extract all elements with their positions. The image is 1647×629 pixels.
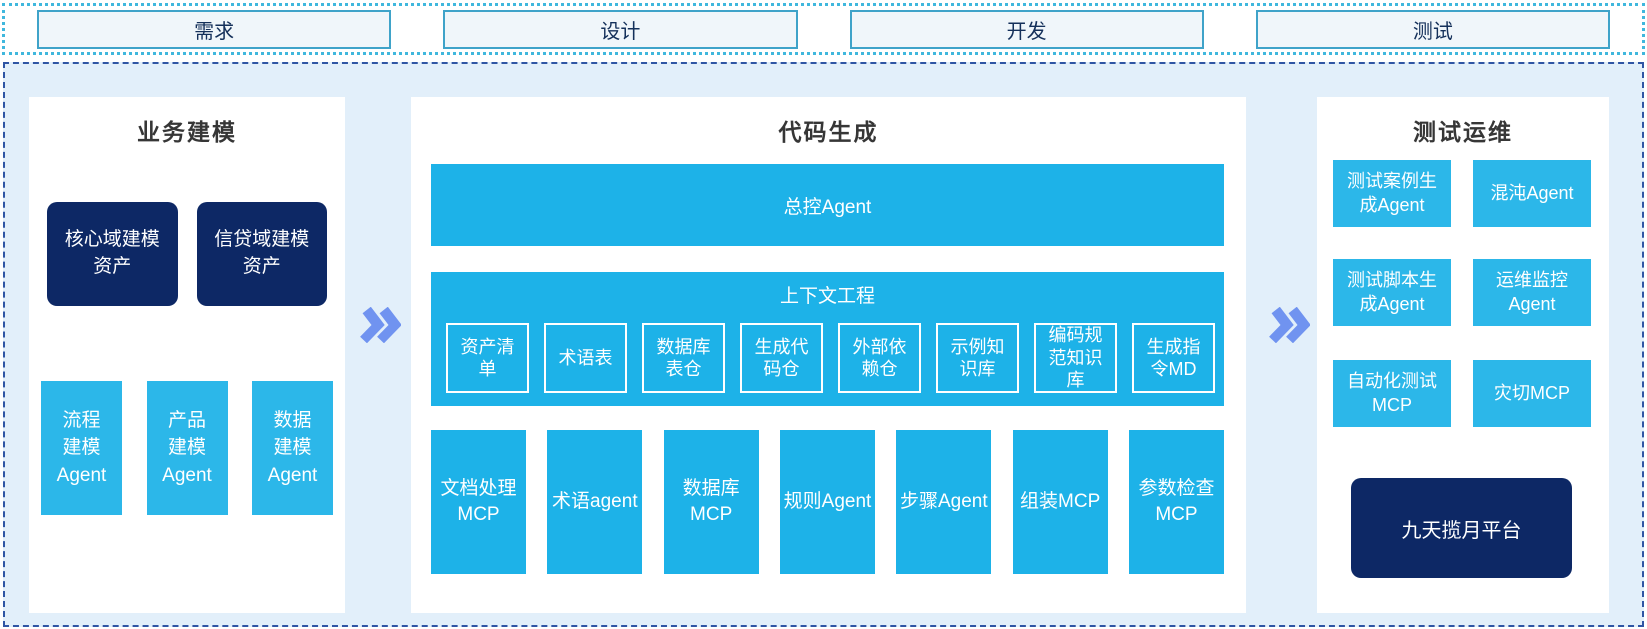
testops-row-1: 测试案例生 成Agent 混沌Agent [1333, 160, 1591, 227]
phase-box-design: 设计 [443, 9, 798, 49]
database-mcp-box: 数据库 MCP [663, 430, 759, 574]
phase-box-development: 开发 [849, 9, 1204, 49]
panel-title-test-operations: 测试运维 [1413, 119, 1513, 145]
panel-code-generation: 代码生成 总控Agent 上下文工程 资产清 单 术语表 数据库 表仓 生成代 … [411, 97, 1246, 613]
db-table-repo-box: 数据库 表仓 [642, 323, 725, 393]
master-control-agent-bar: 总控Agent [431, 164, 1224, 246]
generation-instruction-md-box: 生成指 令MD [1132, 323, 1215, 393]
testops-row-3: 自动化测试 MCP 灾切MCP [1333, 360, 1591, 427]
parameter-check-mcp-box: 参数检查 MCP [1128, 430, 1224, 574]
assembly-mcp-box: 组装MCP [1012, 430, 1108, 574]
panel-test-operations: 测试运维 测试案例生 成Agent 混沌Agent 测试脚本生 成Agent 运… [1317, 97, 1609, 613]
core-domain-asset-box: 核心域建模 资产 [47, 202, 178, 306]
external-dependency-repo-box: 外部依 赖仓 [838, 323, 921, 393]
test-script-generation-agent-box: 测试脚本生 成Agent [1333, 259, 1451, 326]
panel-title-code-generation: 代码生成 [778, 119, 879, 145]
phase-strip: 需求 设计 开发 测试 [2, 3, 1645, 55]
flow-arrow-icon [359, 306, 402, 344]
document-processing-mcp-box: 文档处理 MCP [431, 430, 526, 574]
rules-agent-box: 规则Agent [779, 430, 875, 574]
context-engineering-section: 上下文工程 资产清 单 术语表 数据库 表仓 生成代 码仓 外部依 赖仓 示例知… [431, 272, 1224, 406]
ops-monitoring-agent-box: 运维监控 Agent [1473, 259, 1591, 326]
automated-testing-mcp-box: 自动化测试 MCP [1333, 360, 1451, 427]
codegen-tool-row: 文档处理 MCP 术语agent 数据库 MCP 规则Agent 步骤Agent… [431, 430, 1224, 574]
terminology-agent-box: 术语agent [547, 430, 643, 574]
panel-title-business-modeling: 业务建模 [137, 119, 237, 145]
coding-standard-knowledge-base-box: 编码规 范知识 库 [1034, 323, 1117, 393]
context-items-row: 资产清 单 术语表 数据库 表仓 生成代 码仓 外部依 赖仓 示例知 识库 编码… [446, 323, 1215, 393]
modeling-agent-row: 流程 建模 Agent 产品 建模 Agent 数据 建模 Agent [41, 381, 333, 515]
main-canvas: 业务建模 核心域建模 资产 信贷域建模 资产 流程 建模 Agent 产品 建模… [3, 62, 1644, 627]
asset-list-box: 资产清 单 [446, 323, 529, 393]
disaster-switch-mcp-box: 灾切MCP [1473, 360, 1591, 427]
process-modeling-agent-box: 流程 建模 Agent [41, 381, 122, 515]
example-knowledge-base-box: 示例知 识库 [936, 323, 1019, 393]
phase-box-testing: 测试 [1255, 9, 1610, 49]
panel-business-modeling: 业务建模 核心域建模 资产 信贷域建模 资产 流程 建模 Agent 产品 建模… [29, 97, 345, 613]
context-engineering-title: 上下文工程 [779, 286, 875, 307]
flow-arrow-icon [1268, 306, 1311, 344]
data-modeling-agent-box: 数据 建模 Agent [252, 381, 333, 515]
testops-row-2: 测试脚本生 成Agent 运维监控 Agent [1333, 259, 1591, 326]
glossary-box: 术语表 [544, 323, 627, 393]
credit-domain-asset-box: 信贷域建模 资产 [196, 202, 327, 306]
phase-box-requirements: 需求 [37, 9, 392, 49]
modeling-asset-row: 核心域建模 资产 信贷域建模 资产 [47, 202, 327, 306]
jiutian-lanyue-platform-box: 九天揽月平台 [1351, 478, 1572, 578]
test-case-generation-agent-box: 测试案例生 成Agent [1333, 160, 1451, 227]
product-modeling-agent-box: 产品 建模 Agent [146, 381, 228, 515]
chaos-agent-box: 混沌Agent [1473, 160, 1591, 227]
generated-code-repo-box: 生成代 码仓 [740, 323, 823, 393]
steps-agent-box: 步骤Agent [896, 430, 992, 574]
